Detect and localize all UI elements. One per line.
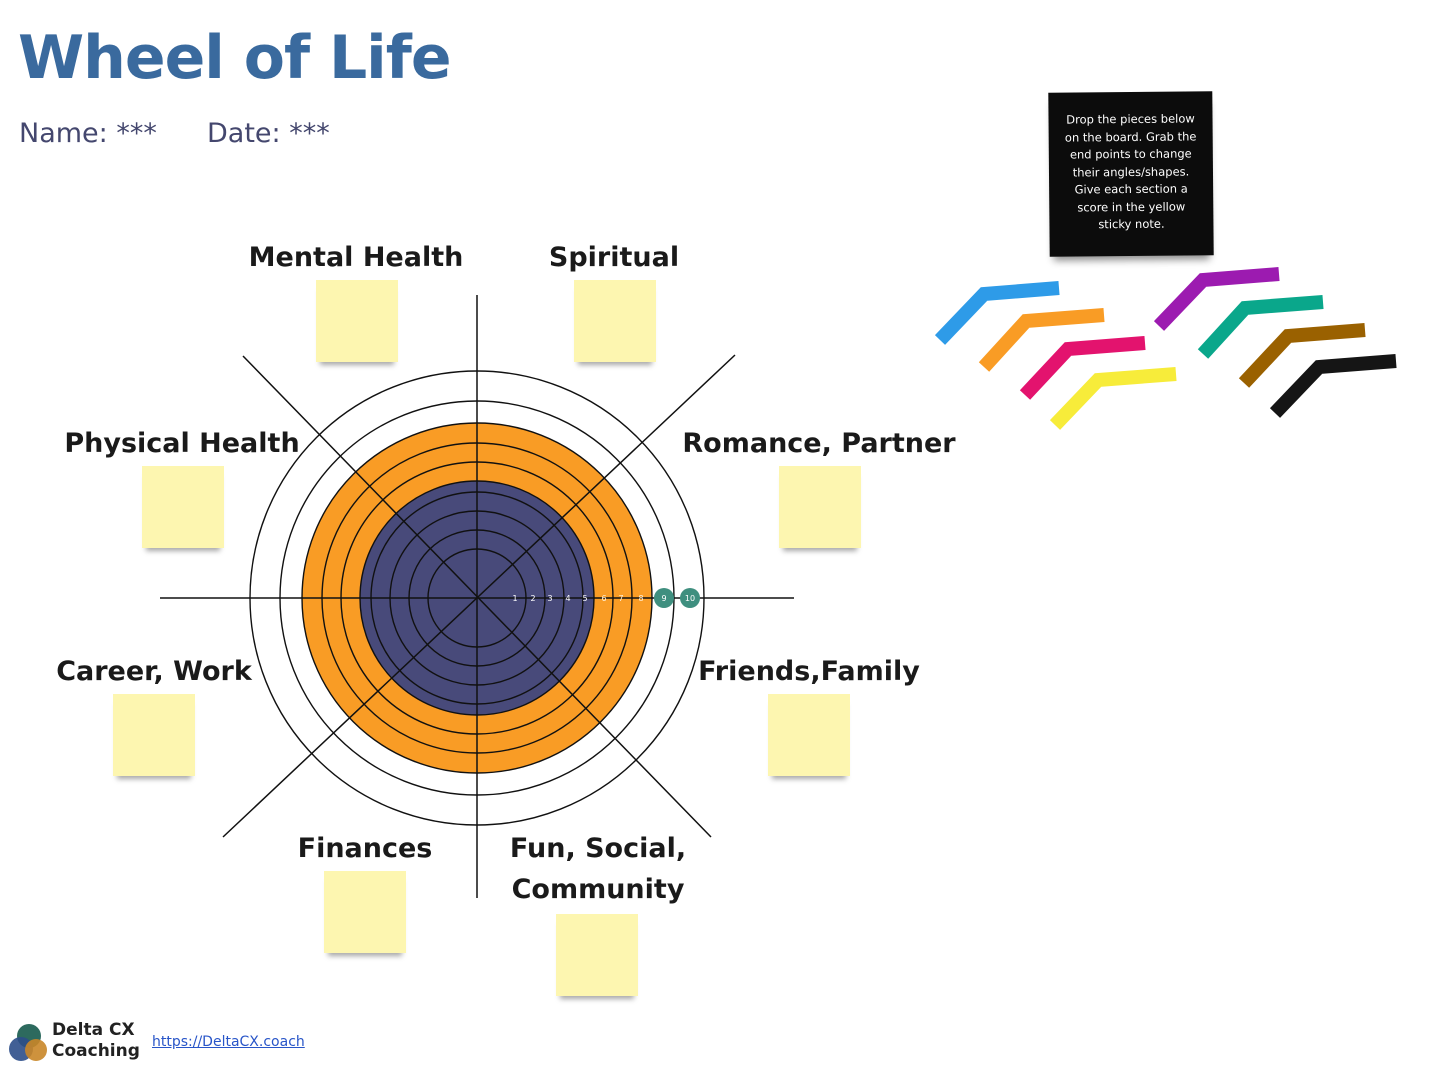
section-label-mental: Mental Health — [248, 242, 464, 273]
scale-label-5: 5 — [582, 594, 587, 603]
draggable-piece-5[interactable] — [1153, 267, 1280, 331]
scale-label-8: 8 — [638, 594, 643, 603]
scale-label-7: 7 — [618, 594, 623, 603]
divider-diagonal-a — [242, 355, 712, 838]
score-sticky-career[interactable] — [113, 694, 195, 776]
section-label-spiritual: Spiritual — [548, 242, 680, 273]
score-sticky-fun[interactable] — [556, 914, 638, 996]
score-sticky-friends[interactable] — [768, 694, 850, 776]
scale-marker-10 — [680, 588, 700, 608]
scale-label-2: 2 — [530, 594, 535, 603]
delta-cx-logo — [9, 1024, 47, 1061]
scale-label-3: 3 — [547, 594, 552, 603]
footer-link[interactable]: https://DeltaCX.coach — [152, 1034, 305, 1050]
draggable-piece-6[interactable] — [1197, 295, 1324, 359]
section-label-friends: Friends,Family — [698, 656, 920, 687]
draggable-piece-1[interactable] — [934, 281, 1060, 345]
draggable-piece-7[interactable] — [1238, 323, 1366, 388]
date-field[interactable]: Date: *** — [207, 118, 330, 149]
page-title: Wheel of Life — [18, 23, 452, 93]
scale-label-6: 6 — [601, 594, 606, 603]
section-label-fun: Fun, Social, Community — [509, 833, 687, 905]
score-scale: 1 2 3 4 5 6 7 8 9 10 — [512, 588, 700, 608]
divider-diagonal-b — [222, 354, 736, 838]
section-label-finances: Finances — [297, 833, 433, 864]
scale-label-10: 10 — [685, 594, 695, 603]
section-label-career: Career, Work — [56, 656, 252, 687]
section-label-romance: Romance, Partner — [682, 428, 956, 459]
logo-wordmark: Delta CX Coaching — [52, 1020, 140, 1061]
score-sticky-finances[interactable] — [324, 871, 406, 953]
scale-label-9: 9 — [661, 594, 666, 603]
draggable-piece-4[interactable] — [1049, 367, 1177, 430]
section-label-physical: Physical Health — [64, 428, 300, 459]
score-sticky-physical[interactable] — [142, 466, 224, 548]
draggable-piece-2[interactable] — [978, 308, 1105, 372]
scale-label-4: 4 — [565, 594, 570, 603]
score-sticky-mental[interactable] — [316, 280, 398, 362]
draggable-piece-8[interactable] — [1269, 354, 1397, 418]
score-sticky-spiritual[interactable] — [574, 280, 656, 362]
draggable-piece-3[interactable] — [1019, 336, 1146, 400]
scale-label-1: 1 — [512, 594, 517, 603]
score-sticky-romance[interactable] — [779, 466, 861, 548]
name-field[interactable]: Name: *** — [19, 118, 157, 149]
scale-marker-9 — [654, 588, 674, 608]
